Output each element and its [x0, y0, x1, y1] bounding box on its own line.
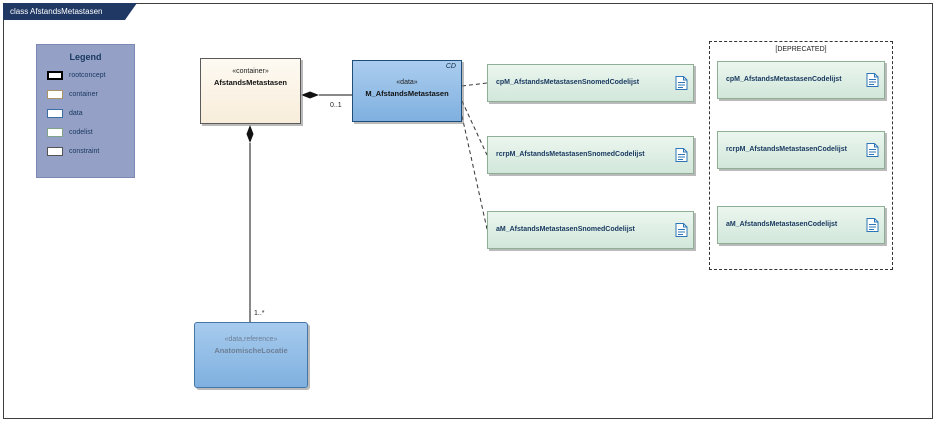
reference-node-anatomischelocatie[interactable]: «data,reference» AnatomischeLocatie	[194, 322, 308, 388]
legend-item-data: data	[47, 109, 134, 118]
cd-corner-label: CD	[445, 63, 456, 70]
legend-item-label: codelist	[69, 129, 93, 136]
diagram-title-tab: class AfstandsMetastasen	[3, 3, 137, 20]
rootconcept-swatch-icon	[47, 71, 63, 80]
legend-item-label: constraint	[69, 148, 100, 155]
stereotype-label: «data»	[396, 79, 418, 86]
stereotype-label: «container»	[232, 68, 269, 75]
document-icon	[866, 218, 879, 233]
legend-item-rootconcept: rootconcept	[47, 71, 134, 80]
node-name: AnatomischeLocatie	[214, 346, 288, 355]
legend: Legend rootconcept container data codeli…	[36, 44, 135, 178]
codelist-node-rcrpm-deprecated[interactable]: rcrpM_AfstandsMetastasenCodelijst	[717, 131, 885, 169]
codelist-node-cpm-deprecated[interactable]: cpM_AfstandsMetastasenCodelijst	[717, 61, 885, 99]
document-icon	[675, 223, 688, 238]
codelist-name: cpM_AfstandsMetastasenSnomedCodelijst	[496, 79, 640, 87]
deprecated-label: [DEPRECATED]	[775, 46, 827, 53]
data-swatch-icon	[47, 109, 63, 118]
legend-item-label: data	[69, 110, 83, 117]
diagram-frame	[3, 3, 933, 419]
document-icon	[866, 143, 879, 158]
codelist-name: rcrpM_AfstandsMetastasenSnomedCodelijst	[496, 151, 645, 159]
legend-item-container: container	[47, 90, 134, 99]
codelist-node-cpm-snomed[interactable]: cpM_AfstandsMetastasenSnomedCodelijst	[487, 64, 694, 102]
container-node-afstandsmetastasen[interactable]: «container» AfstandsMetastasen	[200, 58, 301, 124]
codelist-name: cpM_AfstandsMetastasenCodelijst	[726, 76, 842, 84]
legend-title: Legend	[69, 52, 102, 62]
codelist-name: aM_AfstandsMetastasenCodelijst	[726, 221, 838, 229]
codelist-name: aM_AfstandsMetastasenSnomedCodelijst	[496, 226, 635, 234]
legend-item-constraint: constraint	[47, 147, 134, 156]
codelist-node-rcrpm-snomed[interactable]: rcrpM_AfstandsMetastasenSnomedCodelijst	[487, 136, 694, 174]
legend-item-label: rootconcept	[69, 72, 106, 79]
legend-item-codelist: codelist	[47, 128, 134, 137]
node-name: AfstandsMetastasen	[214, 78, 287, 87]
container-swatch-icon	[47, 90, 63, 99]
document-icon	[675, 148, 688, 163]
legend-item-label: container	[69, 91, 98, 98]
codelist-swatch-icon	[47, 128, 63, 137]
deprecated-group: [DEPRECATED]	[709, 41, 893, 270]
node-name: M_AfstandsMetastasen	[365, 89, 449, 98]
diagram-title: class AfstandsMetastasen	[10, 7, 103, 16]
codelist-node-am-deprecated[interactable]: aM_AfstandsMetastasenCodelijst	[717, 206, 885, 244]
document-icon	[675, 76, 688, 91]
constraint-swatch-icon	[47, 147, 63, 156]
codelist-node-am-snomed[interactable]: aM_AfstandsMetastasenSnomedCodelijst	[487, 211, 694, 249]
codelist-name: rcrpM_AfstandsMetastasenCodelijst	[726, 146, 847, 154]
data-node-m-afstandsmetastasen[interactable]: CD «data» M_AfstandsMetastasen	[352, 60, 462, 122]
document-icon	[866, 73, 879, 88]
stereotype-label: «data,reference»	[224, 336, 278, 343]
